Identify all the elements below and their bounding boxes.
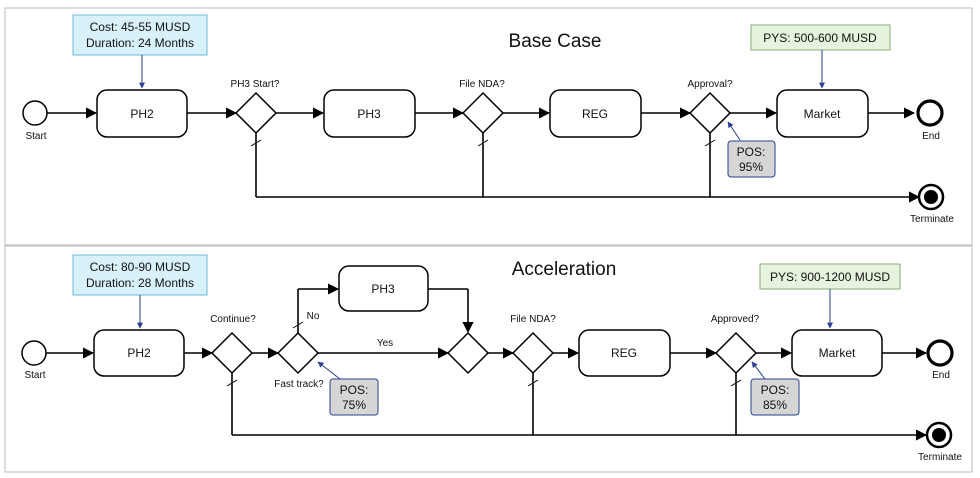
- base-task-market-label: Market: [804, 107, 841, 121]
- accel-pos-note-2: POS: 85%: [750, 378, 800, 416]
- accel-gateway-continue-label: Continue?: [210, 314, 256, 325]
- base-gateway-ph3-start-label: PH3 Start?: [231, 79, 280, 90]
- base-duration-line: Duration: 24 Months: [86, 36, 194, 50]
- base-gateway-file-nda-label: File NDA?: [459, 79, 505, 90]
- base-case-panel: [4, 7, 973, 246]
- accel-pos2-line2: 85%: [763, 398, 787, 412]
- acceleration-title: Acceleration: [512, 259, 617, 280]
- accel-task-reg: REG: [578, 329, 671, 377]
- accel-no-label: No: [307, 311, 320, 322]
- accel-task-ph2-label: PH2: [127, 346, 151, 360]
- base-task-ph3: PH3: [323, 89, 416, 138]
- accel-start-label: Start: [24, 370, 45, 381]
- accel-cost-line: Cost: 80-90 MUSD: [90, 260, 191, 274]
- accel-task-market: Market: [791, 329, 883, 377]
- accel-end-label: End: [932, 370, 950, 381]
- acceleration-diagram: Acceleration Cost: 80-90 MUSD Duration: …: [21, 254, 962, 463]
- accel-yes-label: Yes: [377, 338, 393, 349]
- base-pos-note: POS: 95%: [727, 140, 776, 178]
- accel-cost-note: Cost: 80-90 MUSD Duration: 28 Months: [72, 254, 208, 296]
- base-terminate-label: Terminate: [910, 214, 954, 225]
- base-start-label: Start: [25, 131, 46, 142]
- accel-terminate-label: Terminate: [918, 452, 962, 463]
- accel-task-market-label: Market: [819, 346, 856, 360]
- base-pos-line2: 95%: [739, 160, 763, 174]
- acceleration-panel: [4, 245, 973, 473]
- base-end-event: [916, 99, 944, 127]
- accel-pys-note: PYS: 900-1200 MUSD: [759, 263, 901, 290]
- accel-task-ph3-label: PH3: [371, 282, 395, 296]
- accel-gateway-file-nda: [511, 331, 555, 375]
- base-cost-note: Cost: 45-55 MUSD Duration: 24 Months: [72, 14, 208, 56]
- accel-end-event: [926, 339, 954, 367]
- base-pys-note: PYS: 500-600 MUSD: [750, 24, 891, 51]
- accel-gateway-merge: [446, 331, 490, 375]
- accel-task-reg-label: REG: [611, 346, 637, 360]
- accel-gateway-file-nda-label: File NDA?: [510, 314, 556, 325]
- base-start-event: [22, 100, 48, 126]
- base-task-reg-label: REG: [582, 107, 608, 121]
- accel-gateway-approved: [714, 331, 758, 375]
- base-cost-line: Cost: 45-55 MUSD: [90, 20, 191, 34]
- accel-pys-text: PYS: 900-1200 MUSD: [770, 270, 890, 284]
- base-gateway-ph3-start: [234, 91, 278, 135]
- accel-gateway-continue: [210, 331, 254, 375]
- base-end-label: End: [922, 131, 940, 142]
- base-task-ph2-label: PH2: [130, 107, 154, 121]
- accel-pos1-line1: POS:: [340, 383, 369, 397]
- base-case-title: Base Case: [509, 31, 602, 52]
- accel-gateway-fast-track: [276, 331, 320, 375]
- base-pys-text: PYS: 500-600 MUSD: [763, 31, 877, 45]
- base-task-ph2: PH2: [96, 89, 188, 138]
- base-task-ph3-label: PH3: [357, 107, 381, 121]
- base-gateway-approval-label: Approval?: [687, 79, 732, 90]
- base-task-reg: REG: [549, 89, 642, 138]
- accel-gateway-approved-label: Approved?: [711, 314, 760, 325]
- accel-gateway-fast-track-label: Fast track?: [274, 379, 324, 390]
- accel-task-ph2: PH2: [93, 329, 185, 377]
- base-case-diagram: Base Case Cost: 45-55 MUSD Duration: 24 …: [22, 14, 954, 225]
- base-gateway-file-nda: [461, 91, 505, 135]
- accel-start-event: [21, 340, 47, 366]
- accel-task-ph3: PH3: [338, 265, 429, 312]
- base-gateway-approval: [688, 91, 732, 135]
- base-task-market: Market: [776, 89, 869, 138]
- accel-pos-note-1: POS: 75%: [329, 378, 379, 416]
- accel-pos1-line2: 75%: [342, 398, 366, 412]
- accel-pos2-line1: POS:: [761, 383, 790, 397]
- base-pos-line1: POS:: [737, 145, 766, 159]
- accel-duration-line: Duration: 28 Months: [86, 276, 194, 290]
